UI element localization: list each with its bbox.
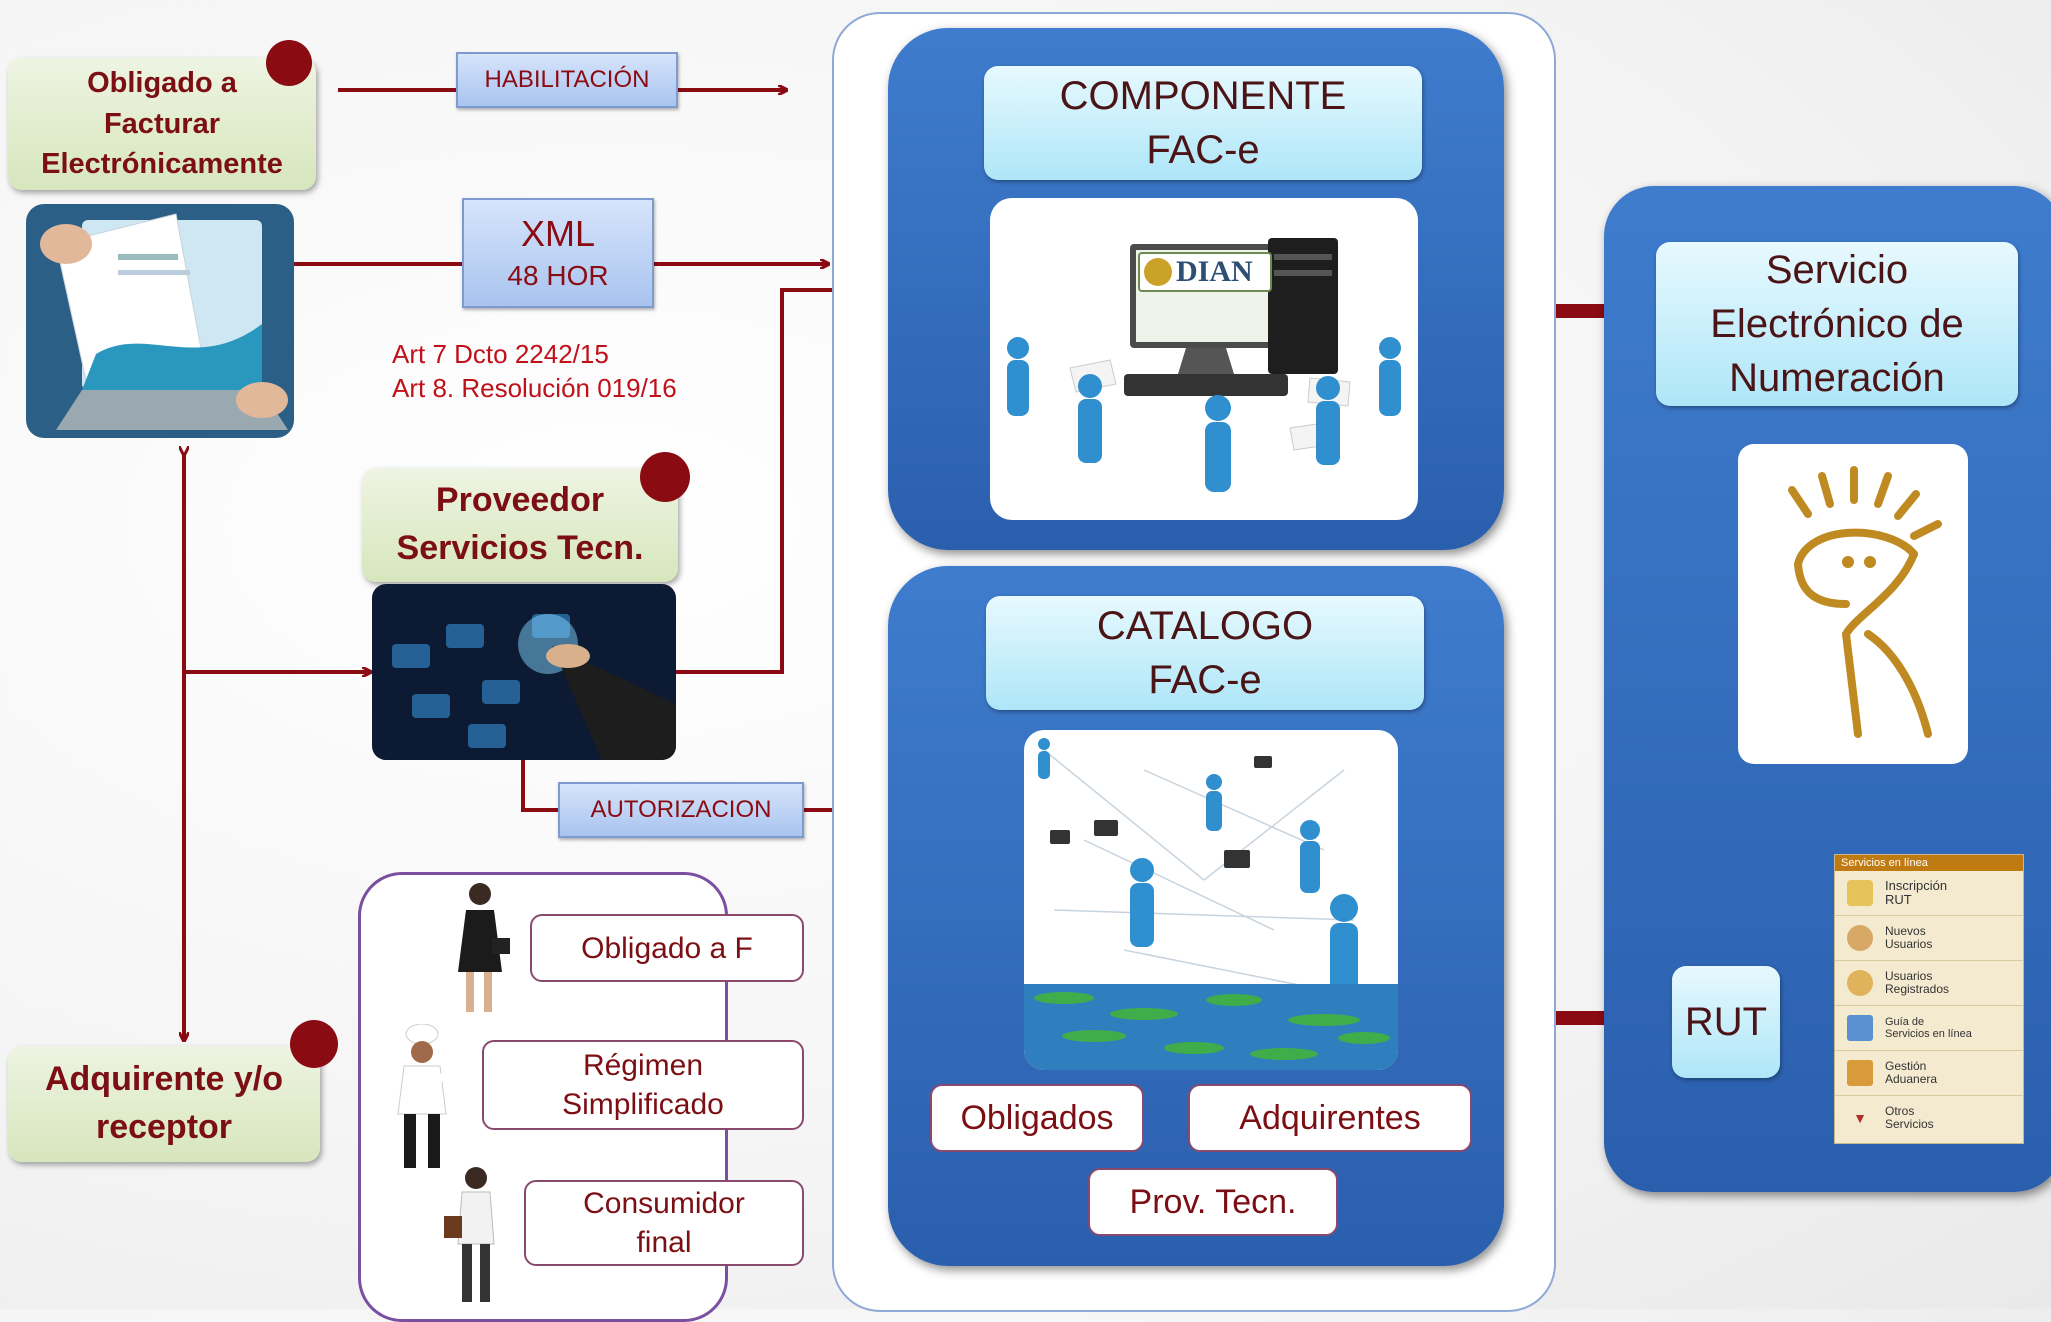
chef-icon — [397, 1024, 469, 1168]
laptop-icon — [26, 204, 294, 438]
nuevos-usuarios-icon — [1847, 925, 1873, 951]
catalogo-item-adquirentes: Adquirentes — [1188, 1084, 1472, 1152]
rut-menu-item-inscripcion[interactable]: Inscripción RUT — [1835, 871, 2023, 916]
catalogo-item-obligados: Obligados — [930, 1084, 1144, 1152]
sun-figure-icon — [1788, 466, 1942, 738]
dian-network-illustration — [1007, 238, 1401, 492]
legal-reference: Art 7 Dcto 2242/15 Art 8. Resolución 019… — [392, 338, 677, 406]
otros-servicios-icon: ▼ — [1853, 1110, 1867, 1126]
touchscreen-icon — [372, 584, 676, 760]
adquirente-box: Adquirente y/o receptor — [8, 1046, 320, 1162]
dian-logo-text: DIAN — [1176, 255, 1253, 288]
rut-menu-item-guia[interactable]: Guía de Servicios en línea — [1835, 1006, 2023, 1051]
legal-line-1: Art 7 Dcto 2242/15 — [392, 339, 609, 369]
xml-label: XML 48 HOR — [462, 198, 654, 308]
xml-label-line1: XML — [520, 213, 596, 255]
rut-services-menu: Servicios en línea Inscripción RUT Nuevo… — [1834, 854, 2024, 1144]
rut-menu-item-nuevos-usuarios[interactable]: Nuevos Usuarios — [1835, 916, 2023, 961]
inscripcion-icon — [1847, 880, 1873, 906]
rut-menu-header: Servicios en línea — [1835, 855, 2023, 871]
autorizacion-label: AUTORIZACION — [558, 782, 804, 838]
obligado-marker — [266, 40, 312, 86]
laptop-invoice-image — [26, 204, 294, 438]
businesswoman-figure — [442, 880, 516, 1020]
adquirente-marker — [290, 1020, 338, 1068]
chef-figure — [376, 1024, 472, 1174]
usuarios-registrados-icon — [1847, 970, 1873, 996]
legal-line-2: Art 8. Resolución 019/16 — [392, 372, 677, 403]
rut-menu-item-otros-servicios[interactable]: ▼ Otros Servicios — [1835, 1096, 2023, 1140]
componente-image: DIAN — [990, 198, 1418, 520]
componente-title: COMPONENTE FAC-e — [984, 66, 1422, 180]
proveedor-box: Proveedor Servicios Tecn. — [362, 468, 678, 582]
rut-menu-item-usuarios-registrados[interactable]: Usuarios Registrados — [1835, 961, 2023, 1006]
catalogo-image — [1024, 730, 1398, 1070]
proveedor-marker — [640, 452, 690, 502]
servicio-title: Servicio Electrónico de Numeración — [1656, 242, 2018, 406]
dian-seal-icon — [1144, 258, 1172, 286]
receptor-regimen-simplificado: Régimen Simplificado — [482, 1040, 804, 1130]
dian-logo: DIAN — [1138, 252, 1272, 292]
person-icon — [458, 883, 510, 1012]
network-people-illustration — [1024, 738, 1398, 1070]
obligado-facturar-box: Obligado a Facturar Electrónicamente — [8, 58, 316, 190]
receptor-obligado-a-f: Obligado a F — [530, 914, 804, 982]
rut-menu-item-gestion-aduanera[interactable]: Gestión Aduanera — [1835, 1051, 2023, 1096]
rut-box: RUT — [1672, 966, 1780, 1078]
catalogo-title: CATALOGO FAC-e — [986, 596, 1424, 710]
guia-icon — [1847, 1015, 1873, 1041]
muisca-logo — [1738, 444, 1968, 764]
receptor-consumidor-final: Consumidor final — [524, 1180, 804, 1266]
habilitacion-label: HABILITACIÓN — [456, 52, 678, 108]
catalogo-item-prov-tecn: Prov. Tecn. — [1088, 1168, 1338, 1236]
xml-label-line2: 48 HOR — [507, 260, 609, 292]
gestion-aduanera-icon — [1847, 1060, 1873, 1086]
woman-phone-icon — [444, 1167, 495, 1302]
touchscreen-image — [372, 584, 676, 760]
consumer-figure — [436, 1164, 512, 1308]
